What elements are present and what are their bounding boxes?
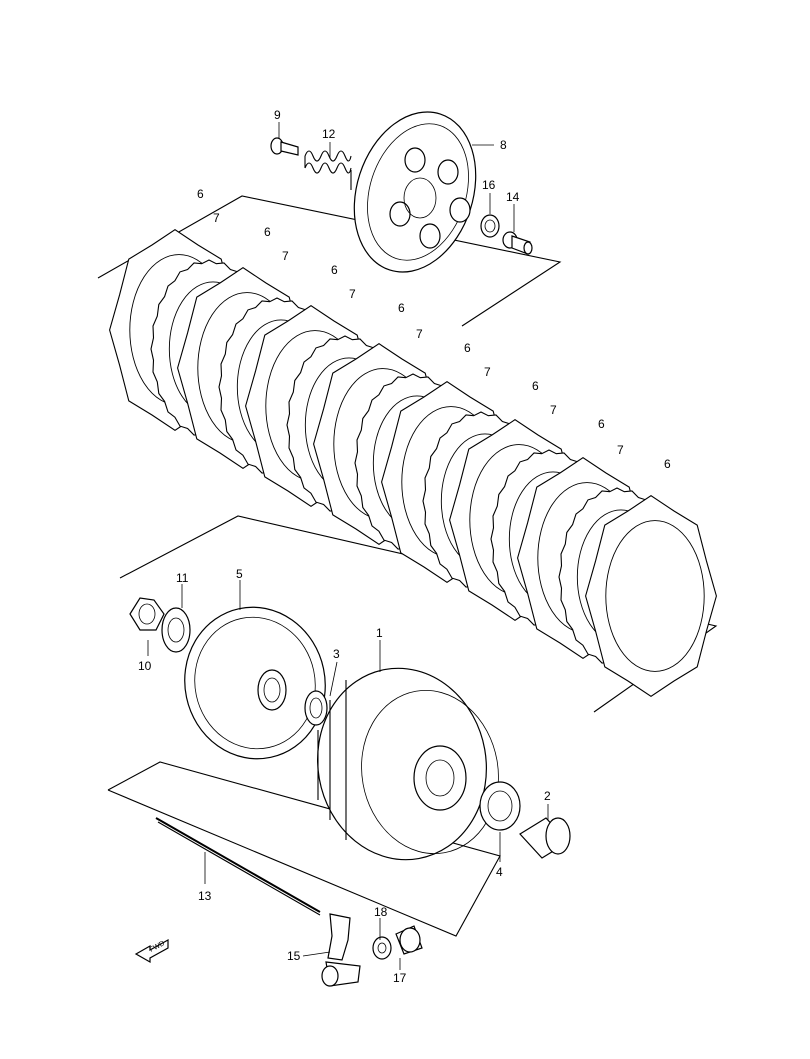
pressure-plate: [353, 111, 477, 273]
clutch-spring: [304, 150, 352, 190]
callout-1: 1: [376, 626, 383, 640]
callout-13: 13: [198, 889, 212, 903]
callout-11: 11: [176, 571, 189, 585]
callout-16: 16: [482, 178, 496, 192]
thrust-washer: [304, 690, 328, 726]
callout-3: 3: [333, 647, 340, 661]
callout-7c: 7: [349, 287, 356, 301]
callout-6g: 6: [598, 417, 605, 431]
callout-17: 17: [393, 971, 407, 985]
callout-6h: 6: [664, 457, 671, 471]
arm-bearing: [395, 925, 423, 955]
release-arm: [321, 913, 361, 987]
needle-bearing: [479, 781, 521, 831]
callout-6c: 6: [331, 263, 338, 277]
callout-2: 2: [544, 789, 551, 803]
callout-12: 12: [322, 127, 336, 141]
push-piece: [502, 231, 533, 255]
callout-15: 15: [287, 949, 301, 963]
callout-5: 5: [236, 567, 243, 581]
callout-7b: 7: [282, 249, 289, 263]
clutch-plate-stack: [109, 229, 717, 697]
callout-7a: 7: [213, 211, 220, 225]
callout-6a: 6: [197, 187, 204, 201]
drive-plate: [585, 495, 717, 697]
callout-18: 18: [374, 905, 388, 919]
release-bearing: [480, 214, 500, 238]
callout-9: 9: [274, 108, 281, 122]
callout-7d: 7: [416, 327, 423, 341]
callout-6f: 6: [532, 379, 539, 393]
callout-10: 10: [138, 659, 152, 673]
primary-driven-gear-assembly: [317, 667, 499, 861]
callout-7f: 7: [550, 403, 557, 417]
fwd-arrow-icon: FWD: [134, 938, 169, 964]
callout-7g: 7: [617, 443, 624, 457]
callout-7e: 7: [484, 365, 491, 379]
clutch-push-rod: [155, 817, 321, 916]
lock-washer: [161, 607, 191, 653]
callout-4: 4: [496, 865, 503, 879]
callout-14: 14: [506, 190, 520, 204]
callout-6d: 6: [398, 301, 405, 315]
spacer: [519, 817, 571, 859]
callout-6e: 6: [464, 341, 471, 355]
leader-lines: [147, 122, 549, 970]
oil-seal: [372, 936, 392, 960]
clutch-spring-bolt: [270, 137, 299, 156]
callout-6b: 6: [264, 225, 271, 239]
hub-nut: [129, 597, 165, 631]
callout-8: 8: [500, 138, 507, 152]
clutch-sleeve-hub: [184, 606, 326, 760]
